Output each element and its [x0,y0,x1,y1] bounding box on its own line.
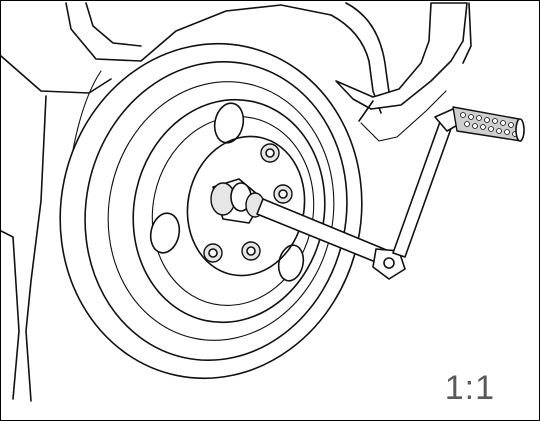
fender-icon [1,2,472,402]
scale-label: 1:1 [444,369,495,407]
crank-wrench-icon [210,106,525,280]
car-wheel-icon [59,42,363,380]
